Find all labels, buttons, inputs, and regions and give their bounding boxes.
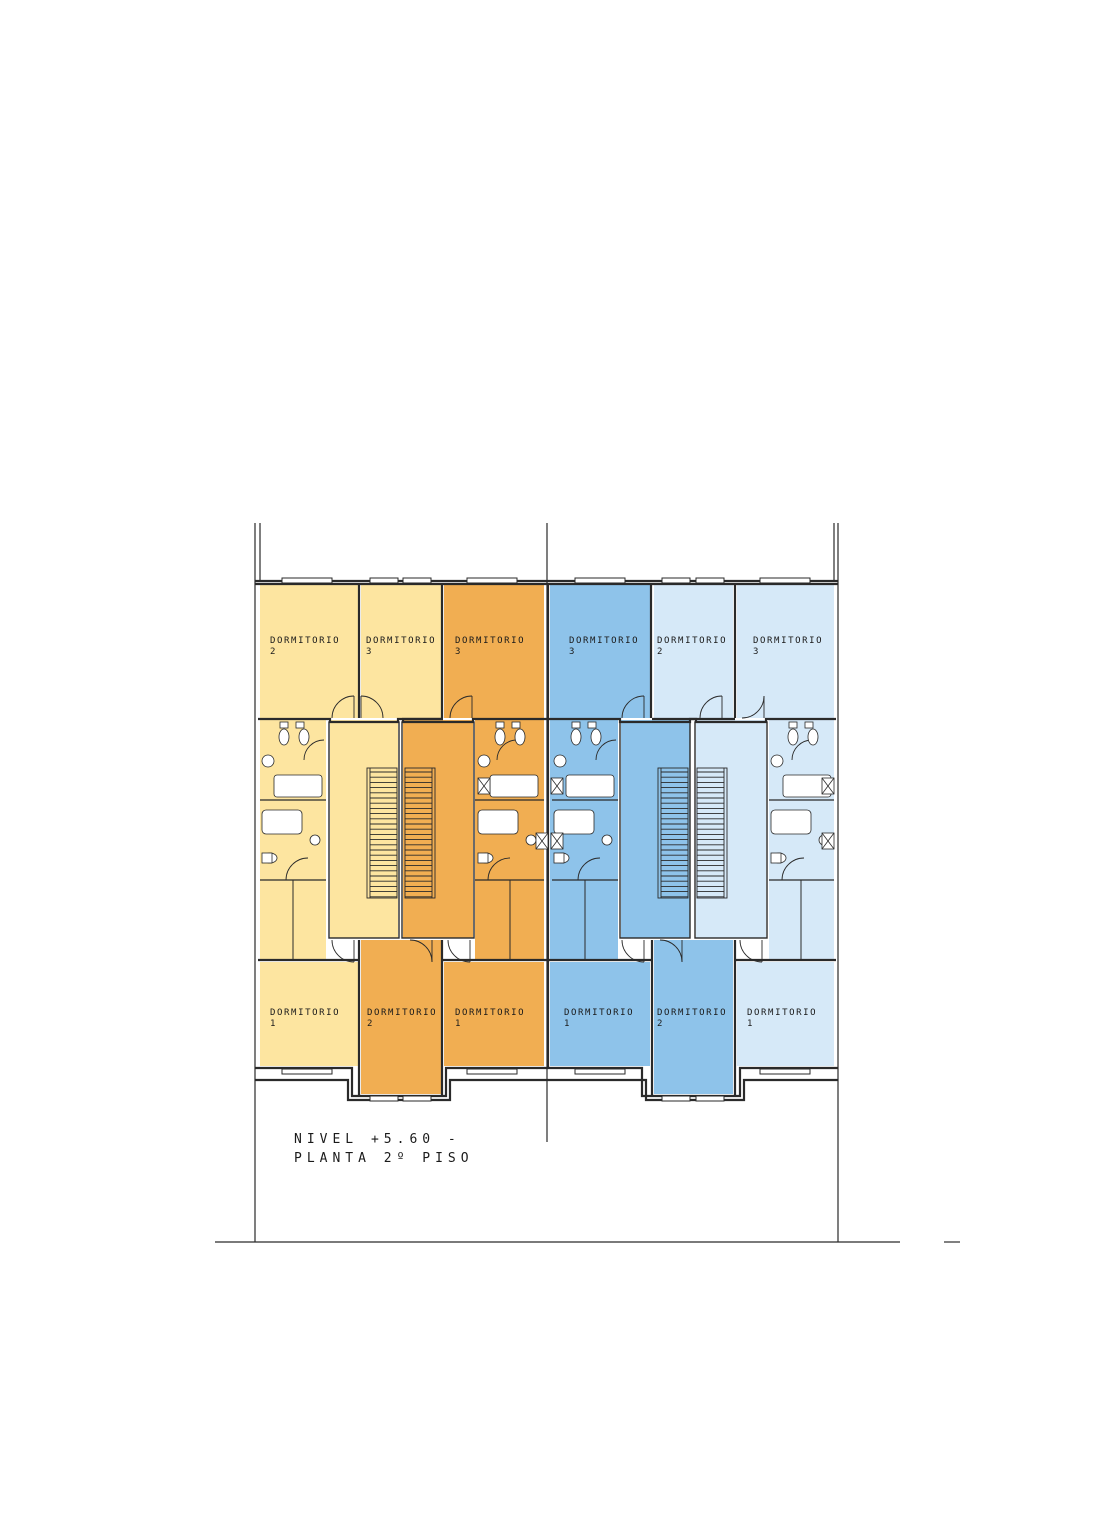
washbasin-icon (770, 754, 784, 768)
room-name: DORMITORIO (367, 1008, 437, 1018)
room-name: DORMITORIO (270, 636, 340, 646)
room-number: 1 (564, 1019, 571, 1029)
shaft-cross (821, 777, 835, 795)
washbasin-icon (525, 834, 537, 846)
room-name: DORMITORIO (366, 636, 436, 646)
bidet-tank (511, 721, 521, 729)
bathtub-icon (477, 809, 519, 835)
room-number: 1 (747, 1019, 754, 1029)
bathtub-icon (273, 774, 323, 798)
fixtures (261, 721, 835, 864)
room-number: 3 (455, 647, 462, 657)
unit-d-dorm2 (654, 585, 733, 718)
room-number: 2 (367, 1019, 374, 1029)
room-number: 2 (657, 1019, 664, 1029)
bathtub-icon (770, 809, 812, 835)
unit-c-dorm3 (550, 585, 650, 718)
room-name: DORMITORIO (270, 1008, 340, 1018)
bidet-icon (298, 728, 310, 746)
unit-a-dorm3 (361, 585, 441, 718)
shaft-cross (550, 832, 564, 850)
toilet-tank (279, 721, 289, 729)
unit-b-dorm3 (444, 585, 544, 718)
bathtub-icon (553, 809, 595, 835)
unit-a-dorm2 (260, 585, 358, 718)
room-number: 3 (366, 647, 373, 657)
unit-d-dorm1 (737, 962, 834, 1066)
bathtub-icon (261, 809, 303, 835)
shaft-cross (821, 832, 835, 850)
bidet-tank (587, 721, 597, 729)
toilet-icon (570, 728, 582, 746)
toilet-tank (553, 852, 565, 864)
washbasin-icon (601, 834, 613, 846)
toilet-tank (495, 721, 505, 729)
toilet-icon (787, 728, 799, 746)
shaft-cross (550, 777, 564, 795)
room-number: 3 (569, 647, 576, 657)
room-name: DORMITORIO (455, 636, 525, 646)
room-name: DORMITORIO (747, 1008, 817, 1018)
washbasin-icon (553, 754, 567, 768)
room-name: DORMITORIO (455, 1008, 525, 1018)
unit-a-dorm1 (260, 962, 358, 1066)
plan-title-line2: PLANTA 2º PISO (294, 1151, 474, 1166)
shaft-cross (535, 832, 549, 850)
unit-b-dorm1 (444, 962, 544, 1066)
unit-b-dorm2 (361, 940, 441, 1094)
toilet-tank (571, 721, 581, 729)
bathtub-icon (489, 774, 539, 798)
room-number: 2 (270, 647, 277, 657)
shaft-cross (477, 777, 491, 795)
walls (255, 579, 838, 1102)
toilet-tank (770, 852, 782, 864)
washbasin-icon (261, 754, 275, 768)
plan-title-line1: NIVEL +5.60 - (294, 1132, 461, 1147)
toilet-icon (494, 728, 506, 746)
windows (281, 577, 811, 1102)
toilet-icon (278, 728, 290, 746)
room-name: DORMITORIO (753, 636, 823, 646)
room-number: 1 (270, 1019, 277, 1029)
bidet-icon (807, 728, 819, 746)
washbasin-icon (477, 754, 491, 768)
room-name: DORMITORIO (569, 636, 639, 646)
bidet-icon (514, 728, 526, 746)
unit-c-dorm2 (654, 940, 733, 1094)
bidet-tank (804, 721, 814, 729)
bathtub-icon (565, 774, 615, 798)
room-number: 2 (657, 647, 664, 657)
room-name: DORMITORIO (564, 1008, 634, 1018)
unit-d-dorm3 (737, 585, 834, 718)
toilet-tank (788, 721, 798, 729)
toilet-tank (261, 852, 273, 864)
bidet-tank (295, 721, 305, 729)
doors (285, 695, 813, 963)
room-number: 3 (753, 647, 760, 657)
stairs (366, 767, 728, 899)
room-name: DORMITORIO (657, 1008, 727, 1018)
room-name: DORMITORIO (657, 636, 727, 646)
bidet-icon (590, 728, 602, 746)
toilet-tank (477, 852, 489, 864)
washbasin-icon (309, 834, 321, 846)
unit-c-dorm1 (550, 962, 650, 1066)
room-number: 1 (455, 1019, 462, 1029)
room-labels: DORMITORIO2DORMITORIO3DORMITORIO3DORMITO… (270, 636, 823, 1029)
